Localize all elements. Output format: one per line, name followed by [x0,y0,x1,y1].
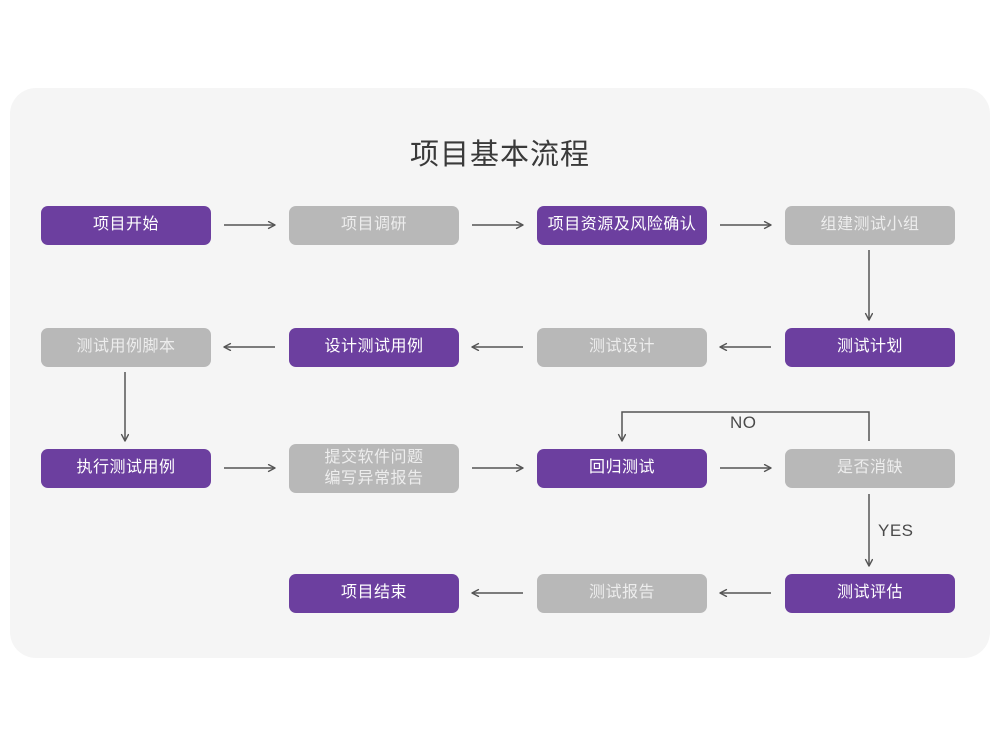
node-test-plan[interactable]: 测试计划 [785,328,955,367]
node-project-start[interactable]: 项目开始 [41,206,211,245]
diagram-card-panel [10,88,990,658]
node-design-test-case[interactable]: 设计测试用例 [289,328,459,367]
node-form-test-team[interactable]: 组建测试小组 [785,206,955,245]
node-test-design[interactable]: 测试设计 [537,328,707,367]
edge-label-yes: YES [878,521,914,540]
node-execute-test-case[interactable]: 执行测试用例 [41,449,211,488]
page-title: 项目基本流程 [409,139,590,171]
node-regression-test[interactable]: 回归测试 [537,449,707,488]
node-test-case-script[interactable]: 测试用例脚本 [41,328,211,367]
node-project-end[interactable]: 项目结束 [289,574,459,613]
node-test-evaluation[interactable]: 测试评估 [785,574,955,613]
node-resource-risk-confirm[interactable]: 项目资源及风险确认 [537,206,707,245]
edge-label-no: NO [730,413,757,432]
node-submit-defect-report[interactable]: 提交软件问题 编写异常报告 [289,444,459,493]
node-project-research[interactable]: 项目调研 [289,206,459,245]
node-defect-resolved[interactable]: 是否消缺 [785,449,955,488]
node-test-report[interactable]: 测试报告 [537,574,707,613]
